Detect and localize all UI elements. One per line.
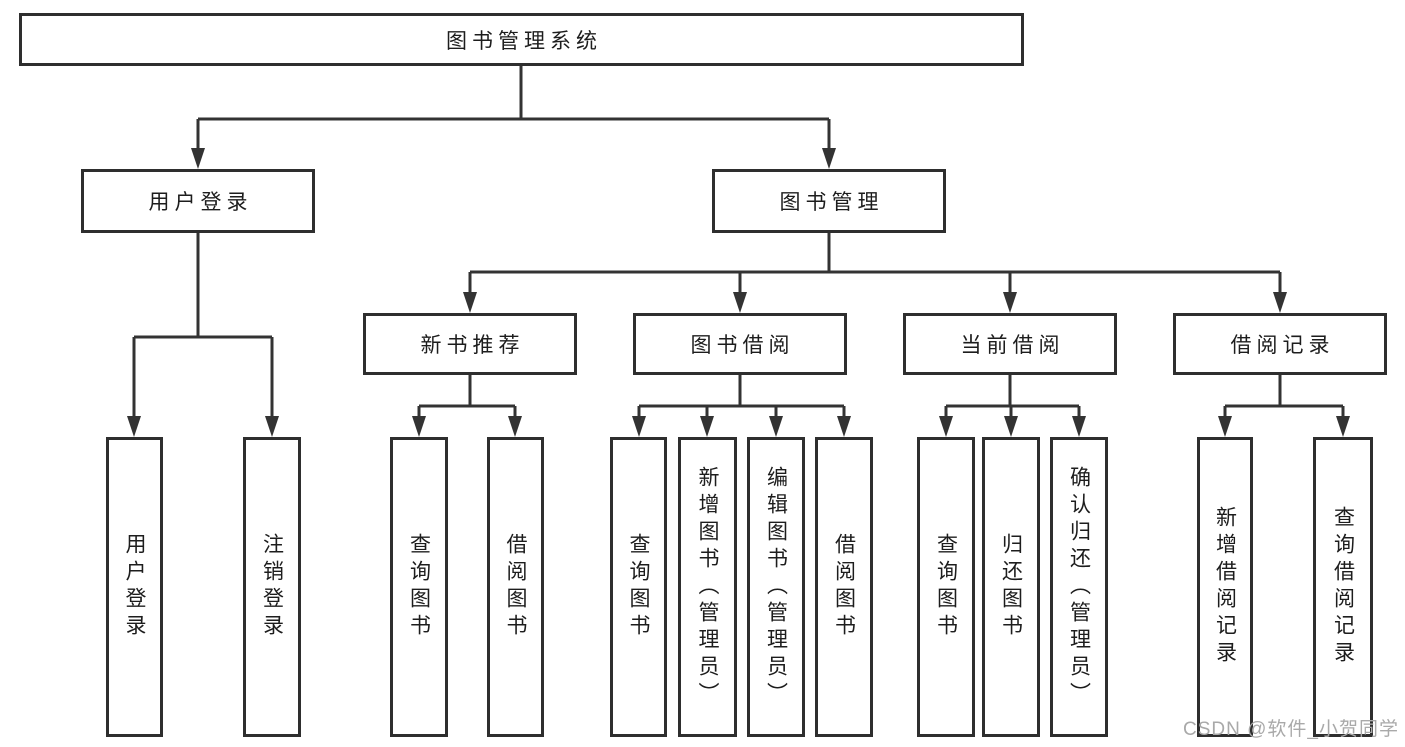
node-new-book-recommend: 新书推荐 [363, 313, 577, 375]
leaf-confirm-return-admin-label: 确认归还（管理员） [1067, 465, 1091, 709]
leaf-logout-label: 注销登录 [260, 533, 284, 641]
leaf-query-books-borrow: 查询图书 [610, 437, 667, 737]
leaf-user-login: 用户登录 [106, 437, 163, 737]
node-book-management: 图书管理 [712, 169, 946, 233]
leaf-borrow-books-recommend: 借阅图书 [487, 437, 544, 737]
node-user-login: 用户登录 [81, 169, 315, 233]
leaf-query-books-current-label: 查询图书 [934, 533, 958, 641]
leaf-query-books-current: 查询图书 [917, 437, 975, 737]
leaf-add-borrow-record: 新增借阅记录 [1197, 437, 1253, 737]
leaf-query-borrow-record-label: 查询借阅记录 [1331, 506, 1355, 668]
node-book-borrow: 图书借阅 [633, 313, 847, 375]
leaf-confirm-return-admin: 确认归还（管理员） [1050, 437, 1108, 737]
node-current-borrow: 当前借阅 [903, 313, 1117, 375]
leaf-query-borrow-record: 查询借阅记录 [1313, 437, 1373, 737]
leaf-borrow-books-recommend-label: 借阅图书 [504, 533, 527, 641]
leaf-edit-book-admin: 编辑图书（管理员） [747, 437, 805, 737]
node-root: 图书管理系统 [19, 13, 1024, 66]
leaf-add-book-admin: 新增图书（管理员） [678, 437, 737, 737]
leaf-return-book-label: 归还图书 [999, 533, 1023, 641]
leaf-edit-book-admin-label: 编辑图书（管理员） [764, 465, 788, 709]
leaf-add-borrow-record-label: 新增借阅记录 [1213, 506, 1237, 668]
leaf-user-login-label: 用户登录 [123, 533, 146, 641]
arrowheads [127, 148, 1350, 437]
leaf-logout: 注销登录 [243, 437, 301, 737]
node-borrow-records: 借阅记录 [1173, 313, 1387, 375]
leaf-query-books-borrow-label: 查询图书 [627, 533, 650, 641]
leaf-query-books-recommend-label: 查询图书 [407, 533, 431, 641]
leaf-borrow-books-borrow-label: 借阅图书 [832, 533, 856, 641]
leaf-return-book: 归还图书 [982, 437, 1040, 737]
watermark: CSDN @软件_小贺同学 [1183, 719, 1399, 740]
leaf-borrow-books-borrow: 借阅图书 [815, 437, 873, 737]
leaf-add-book-admin-label: 新增图书（管理员） [696, 465, 719, 709]
leaf-query-books-recommend: 查询图书 [390, 437, 448, 737]
